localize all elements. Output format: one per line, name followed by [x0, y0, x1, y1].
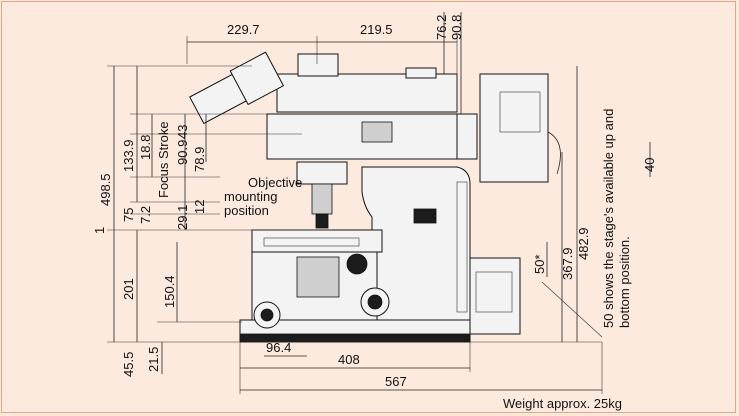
eyepiece-tube [229, 51, 285, 106]
dimension-lines [107, 12, 651, 394]
power-supply-panel [475, 271, 513, 313]
power-supply [469, 257, 521, 335]
stage-top [251, 229, 383, 253]
dim-367-9: 367.9 [560, 247, 575, 280]
stage-knob-small [346, 253, 368, 275]
dim-133-9: 133.9 [121, 139, 136, 172]
focus-knob-left-core [260, 308, 274, 322]
dim-43: 43 [175, 125, 190, 139]
dim-50-star: 50* [532, 254, 547, 274]
dim-90-9: 90.9 [175, 140, 190, 165]
dim-18-8: 18.8 [138, 135, 153, 160]
lamp-house [479, 73, 549, 183]
stage-slot [263, 237, 360, 247]
microscope-illustration [189, 51, 561, 343]
dim-482-9: 482.9 [576, 227, 591, 260]
dim-498-5: 498.5 [98, 173, 113, 206]
camera-port [297, 53, 339, 77]
dim-40: 40 [642, 158, 657, 172]
nosepiece [296, 161, 348, 185]
trinocular-head [276, 73, 458, 113]
dim-45-5: 45.5 [121, 352, 136, 377]
dim-96-4: 96.4 [266, 340, 291, 355]
weight-note: Weight approx. 25kg [503, 396, 622, 411]
dim-229-7: 229.7 [227, 22, 260, 37]
dim-29-1: 29.1 [175, 205, 190, 230]
dim-201: 201 [121, 278, 136, 300]
stage-note-line-1: 50 shows the stage's available up and [601, 109, 616, 328]
stage-gear-block [296, 256, 340, 298]
objective-tip [315, 213, 329, 229]
stand-badge [413, 208, 437, 224]
dim-7-2: 7.2 [138, 206, 153, 224]
dim-76-2: 76.2 [434, 15, 449, 40]
objective-label-line-2: mounting [224, 189, 277, 204]
dim-408: 408 [338, 352, 360, 367]
arm-label-plate [361, 121, 393, 143]
objective [311, 183, 333, 215]
lamp-cable [547, 131, 561, 175]
dim-150-4: 150.4 [162, 275, 177, 308]
dim-21-5: 21.5 [146, 347, 161, 372]
dim-1: 1 [92, 227, 107, 234]
stand-edge [456, 181, 468, 313]
dim-12: 12 [192, 200, 207, 214]
stand-column [361, 166, 471, 321]
lamp-label [499, 91, 541, 133]
focus-stroke-label: Focus Stroke [156, 121, 171, 198]
dim-219-5: 219.5 [360, 22, 393, 37]
stage-knob-right-core [367, 294, 383, 310]
stage-note-line-2: bottom position. [617, 236, 632, 328]
head-knob [405, 67, 437, 79]
dim-567: 567 [385, 374, 407, 389]
dim-78-9: 78.9 [192, 147, 207, 172]
dim-75: 75 [121, 208, 136, 222]
arm-coupler [456, 113, 478, 160]
dim-90-8: 90.8 [449, 15, 464, 40]
objective-label-line-1: Objective [248, 175, 302, 190]
eyepiece-group [189, 51, 285, 125]
objective-label-line-3: position [224, 203, 269, 218]
